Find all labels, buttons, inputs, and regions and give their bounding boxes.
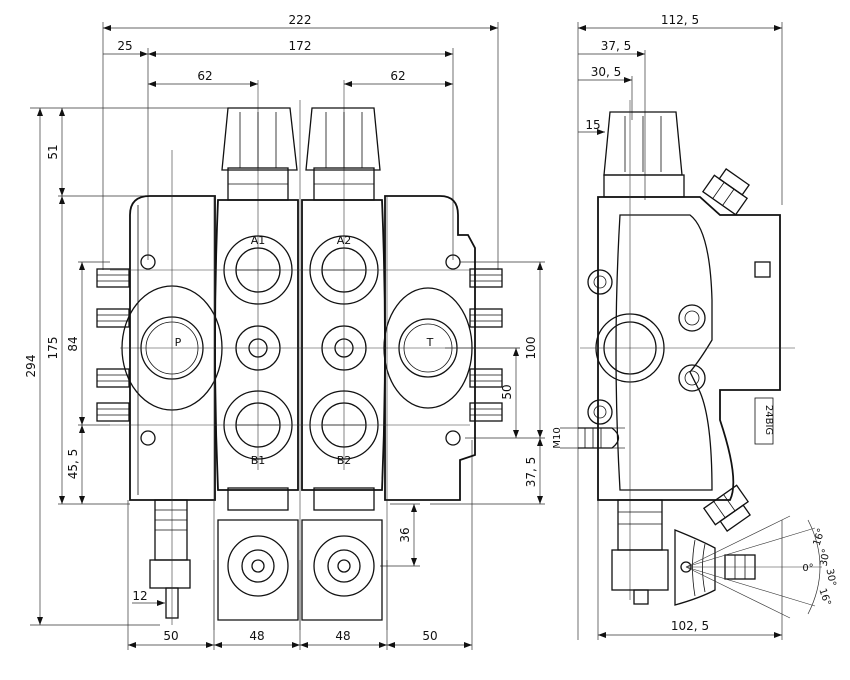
port-label-b1: B1 [251,454,266,467]
thread-label: M10 [552,427,563,448]
dim-overall-width: 222 [289,13,312,27]
dim-d3: 15 [585,118,600,132]
angle-down: 16° [816,587,832,607]
dim-bottom-offset: 45, 5 [66,449,80,480]
side-body [578,100,822,619]
dim-handle-offset: 12 [132,589,147,603]
dim-top-offset: 51 [46,144,60,159]
spool-section-1 [214,107,299,621]
angle-up: 16° [812,527,828,547]
dim-lever-travel: 36 [398,527,412,542]
port-label-a2: A2 [337,234,352,247]
dim-mount-height: 100 [524,337,538,360]
dim-d2: 30, 5 [591,65,622,79]
port-label-p: P [175,336,182,349]
dim-w1: 50 [163,629,178,643]
port-label-t: T [426,336,434,349]
valve-body [96,150,503,625]
dim-low: 37, 5 [524,457,538,488]
front-view: 222 172 25 62 62 294 51 175 84 45, 5 100… [24,13,545,650]
port-label-a1: A1 [251,234,266,247]
front-dimension-lines [30,22,545,650]
port-label-b2: B2 [337,454,352,467]
side-view: 112, 5 37, 5 30, 5 15 102, 5 M10 24BIG 1… [552,13,837,640]
model-label: 24BIG [763,405,774,435]
side-labels: 112, 5 37, 5 30, 5 15 102, 5 M10 24BIG 1… [552,13,837,633]
side-dimension-lines [560,22,783,640]
dim-w4: 50 [422,629,437,643]
dim-side-depth: 102, 5 [671,619,709,633]
dim-d1: 37, 5 [601,39,632,53]
dim-spool-b: 62 [390,69,405,83]
spool-section-2 [301,107,386,621]
front-dimension-labels: 222 172 25 62 62 294 51 175 84 45, 5 100… [24,13,538,643]
dim-overall-height: 294 [24,355,38,378]
dim-overall-depth: 112, 5 [661,13,699,27]
dim-w2: 48 [249,629,264,643]
angle-down2: 30° [824,568,838,587]
dim-body-height: 175 [46,337,60,360]
dim-mid: 50 [500,384,514,399]
dim-port-pitch: 84 [66,336,80,351]
dim-center-span: 172 [289,39,312,53]
angle-zero: 0° [802,563,813,574]
dim-offset-left: 25 [117,39,132,53]
angle-up2: 30° [819,548,833,567]
dim-spool-a: 62 [197,69,212,83]
dim-w3: 48 [335,629,350,643]
